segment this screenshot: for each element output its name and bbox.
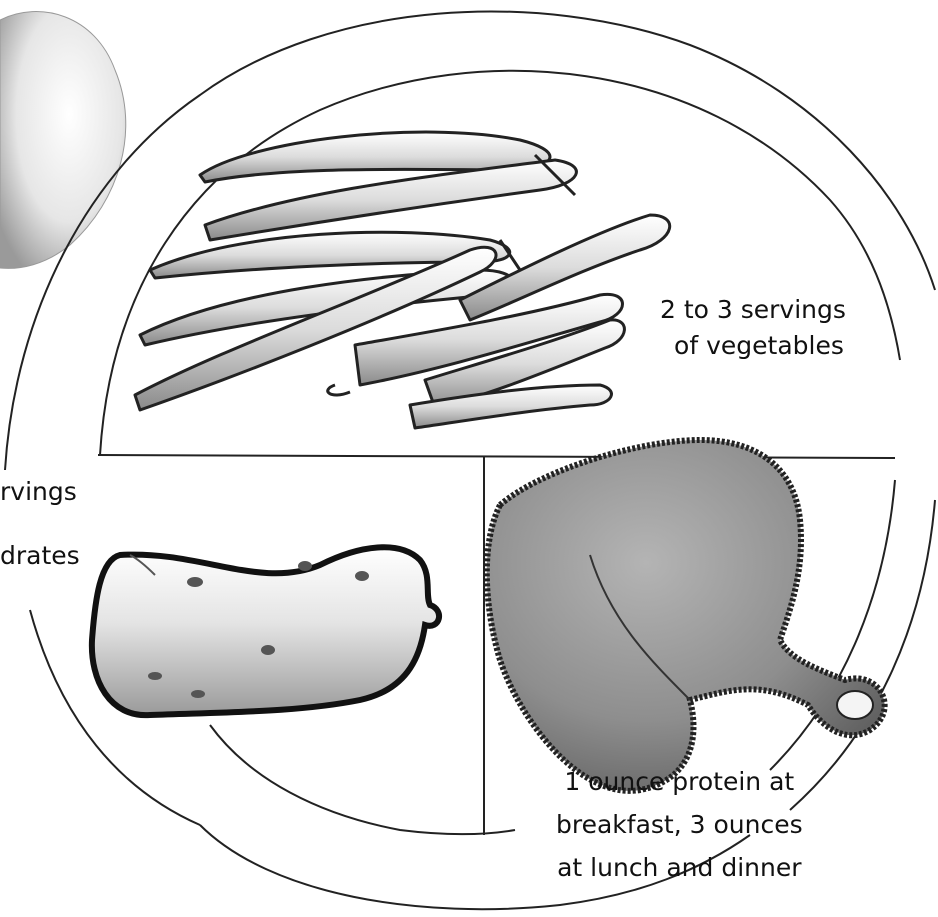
potato-icon [92,547,439,715]
carbohydrates-label-line2: drates [0,538,80,574]
chicken-leg-icon [487,440,885,791]
apple-icon [0,12,126,269]
protein-label-line1: 1 ounce protein at [556,760,803,803]
carbohydrates-label: rvings drates [0,474,80,574]
vegetables-label-line2: of vegetables [660,328,846,364]
vegetables-label-line1: 2 to 3 servings [660,292,846,328]
carbohydrates-label-line1: rvings [0,474,80,510]
protein-label: 1 ounce protein at breakfast, 3 ounces a… [556,760,803,889]
protein-label-line3: at lunch and dinner [556,846,803,889]
green-beans-icon [135,132,670,428]
vegetables-label: 2 to 3 servings of vegetables [660,292,846,364]
protein-label-line2: breakfast, 3 ounces [556,803,803,846]
